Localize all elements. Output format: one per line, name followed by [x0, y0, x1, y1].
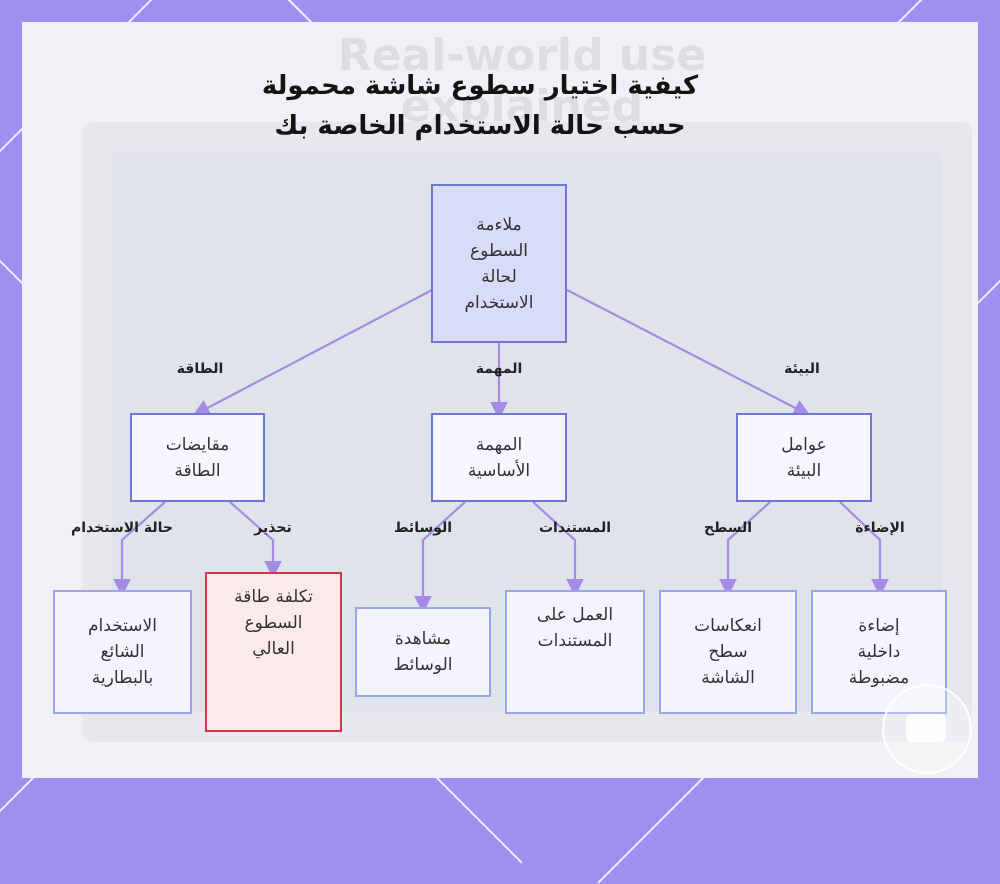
node-root: ملاءمة السطوع لحالة الاستخدام: [431, 184, 567, 343]
node-text: الطاقة: [174, 460, 221, 481]
edge-label-environment: البيئة: [784, 361, 820, 377]
edge-env-surface: [719, 501, 771, 597]
edge-env-lighting: [839, 501, 889, 597]
edge-task-media: [414, 501, 466, 614]
node-media-viewing: مشاهدة الوسائط: [355, 607, 491, 697]
node-text: الاستخدام: [88, 616, 157, 636]
node-text: عوامل: [781, 434, 827, 455]
node-environment: عوامل البيئة: [736, 413, 872, 502]
edge-label-lighting: الإضاءة: [855, 520, 905, 536]
node-text: إضاءة: [858, 616, 900, 636]
node-high-brightness-cost: تكلفة طاقة السطوع العالي: [205, 572, 342, 732]
node-text: ملاءمة: [476, 214, 522, 235]
node-text: العالي: [252, 639, 295, 659]
node-common-battery-use: الاستخدام الشائع بالبطارية: [53, 590, 192, 714]
edge-power-warning: [229, 501, 282, 579]
edge-power-usage: [113, 501, 166, 597]
title-line-1: كيفية اختيار سطوع شاشة محمولة: [261, 71, 699, 101]
node-text: داخلية: [857, 642, 901, 662]
node-text: البيئة: [786, 460, 822, 481]
edge-label-documents: المستندات: [538, 520, 612, 536]
edge-root-power: [192, 289, 433, 417]
edge-root-environment: [566, 289, 811, 417]
node-text: السطوع: [470, 240, 528, 261]
title-line-2: حسب حالة الاستخدام الخاصة بك: [274, 111, 686, 141]
node-text: مقايضات: [165, 434, 230, 455]
node-primary-task: المهمة الأساسية: [431, 413, 567, 502]
node-document-work: العمل على المستندات: [505, 590, 645, 714]
node-text: الوسائط: [393, 655, 453, 675]
node-text: مضبوطة: [848, 668, 910, 688]
node-text: لحالة: [481, 266, 517, 287]
corner-badge: [882, 684, 972, 774]
edge-label-surface: السطح: [703, 520, 753, 536]
node-power-tradeoffs: مقايضات الطاقة: [130, 413, 265, 502]
node-text: سطح: [708, 642, 748, 662]
background-ghost-title: Real-world use explained: [337, 30, 707, 132]
node-text: الاستخدام: [464, 292, 534, 313]
edge-label-task: المهمة: [475, 361, 523, 377]
node-text: مشاهدة: [394, 629, 452, 649]
node-text: العمل على: [536, 605, 614, 625]
diagram-title: كيفية اختيار سطوع شاشة محمولة حسب حالة ا…: [150, 66, 810, 146]
node-text: الشاشة: [701, 668, 755, 688]
node-text: انعكاسات: [694, 616, 762, 636]
edge-label-warning: تحذير: [254, 520, 292, 536]
edge-task-documents: [532, 501, 584, 597]
node-text: الشائع: [100, 642, 145, 662]
node-text: بالبطارية: [91, 668, 154, 688]
node-text: الأساسية: [467, 460, 531, 481]
edge-label-media: الوسائط: [393, 520, 453, 536]
node-text: السطوع: [244, 613, 303, 633]
edge-label-power: الطاقة: [176, 361, 224, 377]
edge-label-usage-case: حالة الاستخدام: [71, 520, 173, 536]
node-text: المهمة: [475, 434, 523, 455]
node-screen-reflections: انعكاسات سطح الشاشة: [659, 590, 797, 714]
diagram-edges: [113, 289, 889, 614]
node-text: المستندات: [537, 631, 613, 651]
node-text: تكلفة طاقة: [234, 587, 313, 607]
badge-icon: [906, 714, 946, 742]
